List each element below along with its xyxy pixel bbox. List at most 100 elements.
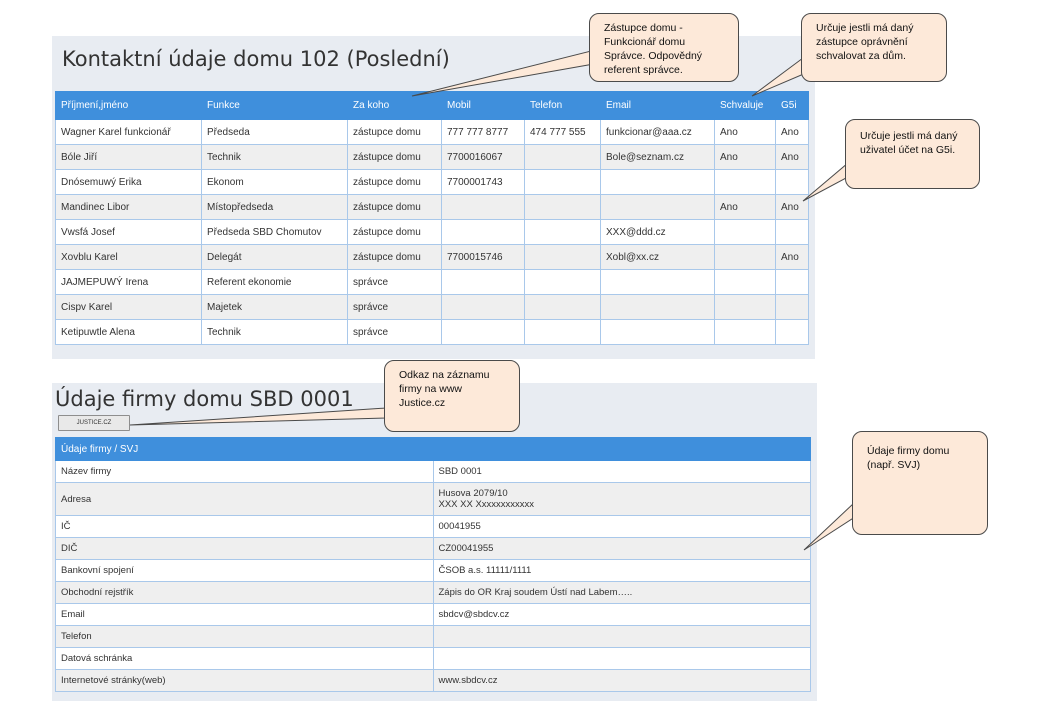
firm-value-line: www.sbdcv.cz xyxy=(438,675,498,686)
firm-header-row: Údaje firmy / SVJ xyxy=(55,437,811,461)
contact-cell: Xovblu Karel xyxy=(55,244,202,270)
contacts-panel: Kontaktní údaje domu 102 (Poslední) Příj… xyxy=(52,36,815,359)
contact-cell: Ano xyxy=(714,194,776,220)
firm-value-line: CZ00041955 xyxy=(438,543,494,554)
contact-cell: Xobl@xx.cz xyxy=(600,244,715,270)
callout-justice-text: Odkaz na záznamu firmy na www Justice.cz xyxy=(399,369,490,409)
contact-cell: Ekonom xyxy=(201,169,348,195)
contact-cell: 7700015746 xyxy=(441,244,525,270)
contact-cell xyxy=(714,219,776,245)
callout-justice: Odkaz na záznamu firmy na www Justice.cz xyxy=(384,360,520,432)
firm-row: Název firmy SBD 0001 xyxy=(55,460,811,483)
contact-cell xyxy=(775,219,809,245)
contact-cell: Ano xyxy=(775,194,809,220)
firm-field-value: www.sbdcv.cz xyxy=(432,669,811,692)
contact-cell xyxy=(600,194,715,220)
pointer-g5i xyxy=(802,161,849,202)
firm-value-line: 00041955 xyxy=(438,521,481,532)
justice-button[interactable]: JUSTICE.CZ xyxy=(58,415,130,431)
contact-cell: Wagner Karel funkcionář xyxy=(55,119,202,145)
column-header[interactable]: Schvaluje xyxy=(714,91,776,120)
contact-cell xyxy=(775,294,809,320)
contact-cell: správce xyxy=(347,294,442,320)
callout-firm-text: Údaje firmy domu (např. SVJ) xyxy=(867,445,950,471)
contact-cell: zástupce domu xyxy=(347,194,442,220)
contact-cell: 474 777 555 xyxy=(524,119,601,145)
contact-cell xyxy=(600,319,715,345)
contact-cell xyxy=(441,294,525,320)
firm-row: Telefon xyxy=(55,625,811,648)
callout-g5i-text: Určuje jestli má daný uživatel účet na G… xyxy=(860,130,958,156)
firm-row: Internetové stránky(web) www.sbdcv.cz xyxy=(55,669,811,692)
callout-g5i: Určuje jestli má daný uživatel účet na G… xyxy=(845,119,980,189)
contacts-title: Kontaktní údaje domu 102 (Poslední) xyxy=(62,47,450,71)
contact-cell: Referent ekonomie xyxy=(201,269,348,295)
contact-cell: Ano xyxy=(775,119,809,145)
column-header[interactable]: Za koho xyxy=(347,91,442,120)
contact-cell xyxy=(600,169,715,195)
firm-field-label: Email xyxy=(55,603,434,626)
contact-cell xyxy=(524,294,601,320)
firm-title: Údaje firmy domu SBD 0001 xyxy=(55,387,354,411)
contact-cell: Cispv Karel xyxy=(55,294,202,320)
column-header[interactable]: Příjmení,jméno xyxy=(55,91,202,120)
column-header[interactable]: G5i xyxy=(775,91,809,120)
contact-cell: Vwsfá Josef xyxy=(55,219,202,245)
contact-cell xyxy=(441,194,525,220)
contact-cell xyxy=(524,269,601,295)
firm-field-label: Internetové stránky(web) xyxy=(55,669,434,692)
column-header[interactable]: Telefon xyxy=(524,91,601,120)
contact-cell xyxy=(524,319,601,345)
contact-cell: Bole@seznam.cz xyxy=(600,144,715,170)
column-header[interactable]: Email xyxy=(600,91,715,120)
contact-cell: Technik xyxy=(201,144,348,170)
contact-cell: Místopředseda xyxy=(201,194,348,220)
contact-cell: Ano xyxy=(714,119,776,145)
contact-cell xyxy=(714,169,776,195)
contact-cell: zástupce domu xyxy=(347,119,442,145)
firm-field-value: CZ00041955 xyxy=(432,537,811,560)
column-header[interactable]: Mobil xyxy=(441,91,525,120)
firm-field-value: ČSOB a.s. 11111/1111 xyxy=(432,559,811,582)
contact-cell: Delegát xyxy=(201,244,348,270)
contact-cell xyxy=(714,244,776,270)
contact-cell xyxy=(775,169,809,195)
contact-cell: JAJMEPUWÝ Irena xyxy=(55,269,202,295)
firm-field-label: Název firmy xyxy=(55,460,434,483)
pointer-firm xyxy=(803,502,859,551)
firm-table-header: Údaje firmy / SVJ xyxy=(55,437,811,461)
firm-value-line: SBD 0001 xyxy=(438,466,482,477)
contact-cell: správce xyxy=(347,269,442,295)
firm-field-value xyxy=(432,625,811,648)
firm-value-line: XXX XX Xxxxxxxxxxxx xyxy=(438,499,535,510)
contact-cell: zástupce domu xyxy=(347,219,442,245)
contact-cell xyxy=(441,319,525,345)
contact-cell: Ketipuwtle Alena xyxy=(55,319,202,345)
pointer-representative xyxy=(411,49,606,97)
firm-value-line: sbdcv@sbdcv.cz xyxy=(438,609,510,620)
contact-cell xyxy=(775,319,809,345)
firm-field-value xyxy=(432,647,811,670)
pointer-justice xyxy=(129,407,387,426)
contact-cell: Technik xyxy=(201,319,348,345)
firm-field-value: Zápis do OR Kraj soudem Ústí nad Labem….… xyxy=(432,581,811,604)
contact-cell: 777 777 8777 xyxy=(441,119,525,145)
contact-cell: 7700001743 xyxy=(441,169,525,195)
contact-cell xyxy=(441,269,525,295)
contact-cell xyxy=(714,294,776,320)
